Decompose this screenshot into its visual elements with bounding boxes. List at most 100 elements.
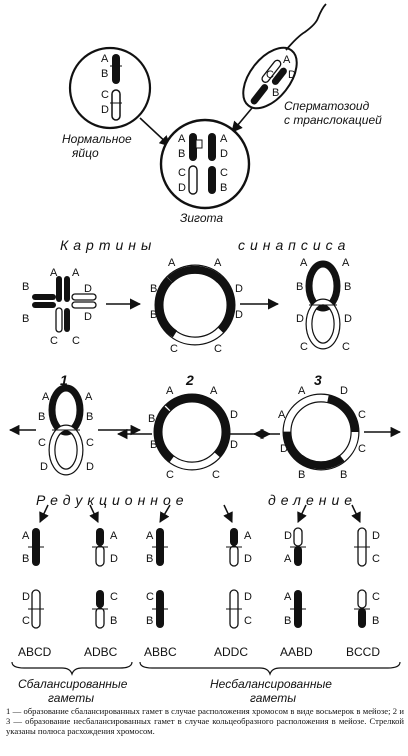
chrom-label: B [298,469,305,481]
variant-number: 2 [185,372,194,388]
chrom-label: D [288,69,296,81]
chrom-label: D [178,182,186,194]
balanced-gametes-label: Сбалансированные [18,677,128,691]
chrom-label: B [86,411,93,423]
chrom-label: A [50,267,58,279]
chrom-label: C [110,591,118,603]
chrom-label: C [38,437,46,449]
sperm-label: с транслокацией [284,113,382,127]
chrom-label: A [178,133,186,145]
chrom-label: B [150,283,157,295]
chrom-label: B [372,615,379,627]
chrom-label: C [170,343,178,355]
chrom-label: C [72,335,80,347]
synapsis-figure-eight: A A B B D D C C [296,257,352,353]
chrom-label: D [280,443,288,455]
chrom-label: A [72,267,80,279]
gamete-3-chromosomes: A B C B [146,528,168,628]
chrom-label: D [101,104,109,116]
variant-number: 1 [60,372,68,388]
chrom-label: D [230,409,238,421]
chrom-label: B [272,87,279,99]
chrom-label: B [146,615,153,627]
chrom-label: B [220,182,227,194]
chrom-label: C [22,615,30,627]
normal-egg-label: яйцо [71,146,99,160]
chrom-label: C [50,335,58,347]
chrom-label: C [244,615,252,627]
normal-egg-label: Нормальное [62,132,132,146]
chrom-label: D [284,530,292,542]
chrom-label: B [150,439,157,451]
chrom-label: C [86,437,94,449]
chrom-label: C [178,167,186,179]
chrom-label: B [22,313,29,325]
chrom-label: A [283,54,291,66]
chrom-label: B [110,615,117,627]
gamete-6-chromosomes: D C C B [354,527,380,628]
chrom-label: A [166,385,174,397]
gamete-2-chromosomes: A D C B [92,528,118,629]
chrom-label: C [342,341,350,353]
unbalanced-gametes-label: гаметы [250,691,296,705]
chrom-label: C [212,469,220,481]
balanced-gametes-label: гаметы [48,691,94,705]
chrom-label: D [220,148,228,160]
chrom-label: D [235,309,243,321]
chrom-label: B [284,615,291,627]
synapsis-ring: A A B B D D C C [150,257,243,355]
gamete-code: ADDC [214,645,248,659]
gamete-1-chromosomes: A B D C [22,528,44,629]
synapsis-cross: A A B D B D C C [22,267,97,347]
chrom-label: D [40,461,48,473]
chrom-label: C [300,341,308,353]
chrom-label: B [296,281,303,293]
chrom-label: C [146,591,154,603]
chrom-label: C [214,343,222,355]
chrom-label: B [344,281,351,293]
chrom-label: B [146,553,153,565]
chrom-label: C [372,553,380,565]
chrom-label: D [230,439,238,451]
chrom-label: B [340,469,347,481]
chrom-label: D [22,591,30,603]
variant-1-figure-eight: A A B B C C D D [38,384,94,476]
unbalanced-gametes-label: Несбалансированные [210,677,332,691]
zygote-label: Зигота [180,211,223,225]
chrom-label: B [148,413,155,425]
chrom-label: B [38,411,45,423]
chrom-label: B [22,281,29,293]
chrom-label: D [244,591,252,603]
chrom-label: A [244,530,252,542]
chrom-label: A [210,385,218,397]
chrom-label: A [298,385,306,397]
gamete-code: BCCD [346,645,380,659]
gamete-4-chromosomes: A D D C [226,528,252,629]
balanced-brace [11,661,133,676]
chrom-label: A [214,257,222,269]
figure-caption: 1 — образование сбалансированных гамет в… [6,706,404,736]
gamete-code: AABD [280,645,313,659]
chrom-label: A [85,391,93,403]
chrom-label: A [300,257,308,269]
chrom-label: A [284,591,292,603]
chrom-label: A [42,391,50,403]
zygote: A B C D A D C B [159,118,251,210]
chrom-label: B [178,148,185,160]
chrom-label: C [372,591,380,603]
chrom-label: A [146,530,154,542]
translocation-sperm: A D C B [242,3,327,110]
chrom-label: A [284,553,292,565]
gamete-code: ABBC [144,645,177,659]
chrom-label: C [358,409,366,421]
synapsis-title-left: Картины [60,237,156,253]
chrom-label: C [166,469,174,481]
chrom-label: D [340,385,348,397]
chrom-label: A [278,409,286,421]
chrom-label: C [266,69,274,81]
chrom-label: C [220,167,228,179]
chrom-label: C [358,443,366,455]
division-word-left: Редукционное [36,492,189,508]
variant-3-ring: A D A C D C B B [278,385,366,481]
